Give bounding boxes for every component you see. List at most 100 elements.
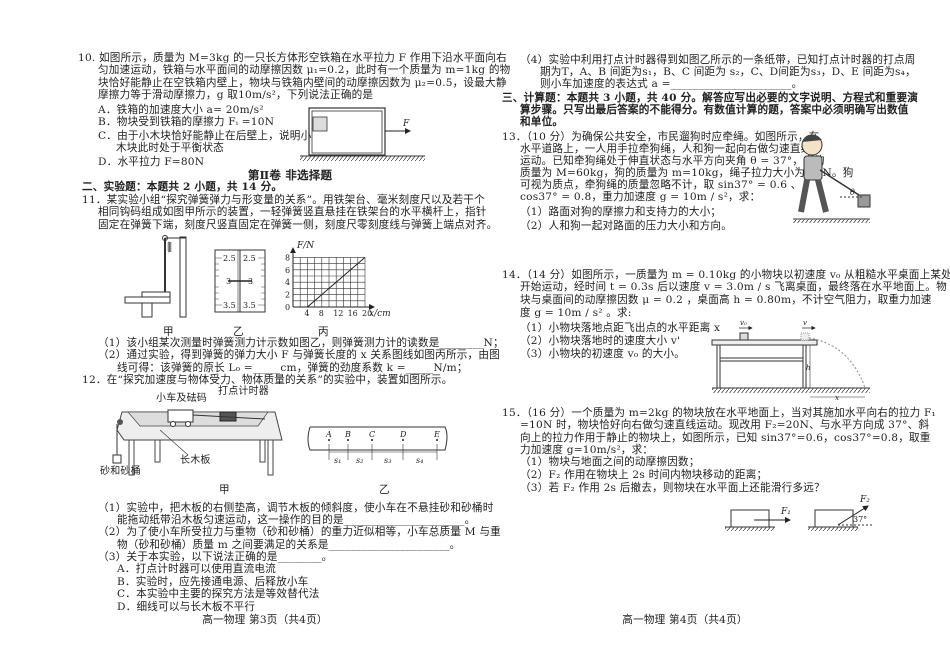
x-tick-label: 8 [319,309,324,318]
q11-sub-2: （2）通过实验，得到弹簧的弹力大小 F 与弹簧长度的 x 关系图线如图丙所示，由… [98,349,500,361]
q12-apparatus-figure [112,409,283,476]
f2-label: F₂ [859,495,870,505]
q10-line: 摩擦力等于滑动摩擦力，g 取10m/s²，下列说法正确的是 [98,89,374,101]
trajectory [808,337,866,389]
q12-sub-2-cont: 物（砂和砂桶）质量 m 之间要满足的关系是___________________… [117,539,461,551]
v-label: v [803,319,807,327]
q14-line: 14．（14 分）如图所示，一质量为 m = 0.10kg 的小物块以初速度 v… [502,269,950,281]
tape-segment-label: s₂ [356,456,363,465]
q11-sub-2-cont: 线可得：该弹簧的原长 L₀ =_____cm，弹簧的劲度系数 k =_____N… [117,362,468,374]
tape-segment-label: s₄ [416,456,423,465]
label-board: 长木板 [180,455,211,466]
q10-option-c: C．由于小木块恰好能静止在后壁上，说明小 [98,130,312,142]
q15-line: =10N 时，物块恰好向右做匀速直线运动。现改用 F₂=20N、与水平方向成 3… [520,419,930,431]
cart [167,409,194,423]
fig-label-jia: 甲 [163,326,174,338]
angle-label: 37° [853,515,867,524]
q10-iron-box-figure: F [300,107,425,161]
q11-line: 相同钩码组成如图甲所示的装置，一轻弹簧竖直悬挂在铁架台的水平横杆上，指针 [98,206,487,218]
q10-option-c-cont: 木块此时处于平衡状态 [116,142,224,154]
q12-paper-tape-figure: A B C D E s₁ s₂ s₃ s₄ [307,426,448,465]
x-tick-label: 12 [333,309,343,318]
q13-line: 13．（10 分）为确保公共安全，市民遛狗时应牵绳。如图所示，在 [502,131,820,143]
data-line [307,257,366,308]
q11-line: 11．某实验小组“探究弹簧弹力与形变量的关系”。用铁架台、毫米刻度尺以及若干个 [82,194,485,206]
force-label: F [402,119,410,129]
fig-label-jia-2: 甲 [219,484,230,496]
q11-stand-figure [124,235,187,318]
gauge-tick: 3.5 [243,301,256,310]
x-tick-label: 16 [348,309,358,318]
x-tick-label: 4 [304,309,309,318]
page-footer-4: 高一物理 第4页（共4页） [622,614,748,626]
q12-sub-2: （2）为了使小车所受拉力与重物（砂和砂桶）的重力近似相等，小车总质量 M 与重 [98,526,501,538]
gauge-tick: 2.5 [243,254,256,263]
label-bucket: 砂和砂桶 [100,466,141,477]
tape-point-label: E [433,430,440,439]
angle-label: θ [850,188,855,197]
q13-line: cos37° = 0.8，重力加速度 g = 10m / s²，求： [520,191,761,203]
q10-option-a: A．铁箱的加速度大小 a= 20m/s² [98,104,264,116]
q10-line: 块恰好能静止在空铁箱内壁上，物块与铁箱内壁间的动摩擦因数为 μ₂=0.5，设最大… [98,77,507,89]
q10-option-b: B．物块受到铁箱的摩擦力 Fᵢ =10N [98,116,275,128]
q10-option-d: D．水平拉力 F=80N [98,156,205,168]
q15-sub-1: （1）物块与地面之间的动摩擦因数； [520,456,700,468]
q12-line: 12．在“探究加速度与物体受力、物体质量的关系”的实验中，装置如图所示。 [82,374,453,386]
gauge-tick: 3 [248,277,253,286]
q14-sub-1: （1）小物块落地点距飞出点的水平距离 x [520,322,721,334]
sand-bucket [112,454,122,464]
q13-person-dog-figure: θ [793,134,871,223]
y-tick-label: 2 [285,291,290,300]
tape-segment-label: s₃ [384,456,391,465]
q13-line: 水平道路上，一人用手拉牵狗绳，人和狗一起向右做匀速直线 [520,143,812,155]
q15-line: 向上的拉力作用于静止的物块上，如图所示，已知 sin37°=0.6，cos37°… [520,432,931,444]
x-axis-label: x/cm [369,309,391,319]
h-label: h [806,364,811,372]
q14-sub-3: （3）小物块的初速度 v₀ 的大小。 [520,348,686,360]
q14-line: 开始运动，经时间 t = 0.3s 后以速度 v = 3.0m / s 飞离桌面… [520,281,947,293]
spring-icon [166,241,173,253]
tape-point-label: A [325,430,332,439]
y-tick-label: 8 [285,253,290,262]
fig-label-yi-2: 乙 [379,484,390,496]
q12-option-b: B．实验时，应先接通电源、后释放小车 [117,576,309,588]
tape-point-label: C [369,430,375,439]
label-cart: 小车及砝码 [156,393,207,404]
q14-table-figure: v₀ v h x [711,319,870,402]
gauge-tick: 3.5 [223,301,236,310]
label-timer: 打点计时器 [218,386,269,397]
y-axis-label: F/N [296,241,315,251]
q14-line: 块与桌面间的动摩擦因数 μ = 0.2 ，桌面高 h = 0.80m，不计空气阻… [520,294,932,306]
q13-sub-2: （2）人和狗一起对路面的压力大小和方向。 [520,220,733,232]
q15-sub-3: （3）若 F₂ 作用 2s 后撤去，则物块在水平面上还能滑行多远？ [520,482,825,494]
q13-line: 质量为 M=60kg，狗的质量为 m=10kg，绳子拉力大小为 10N。狗 [520,167,854,179]
q11-sub-1: （1）该小组某次测量时弹簧测力计示数如图乙，则弹簧测力计的读数是________… [98,337,504,349]
fig-label-bing: 丙 [318,326,329,338]
section-calc-heading-cont: 算步骤。只写出最后答案的不能得分。有数值计算的题，答案中必须明确写出数值 [520,104,909,116]
small-block [312,116,328,132]
q12-sub-1: （1）实验中，把木板的右侧垫高，调节木板的倾斜度，使小车在不悬挂砂和砂桶时 [98,502,494,514]
tape-segment-label: s₁ [334,456,341,465]
q14-sub-2: （2）小物块落地时的速度大小 v' [520,335,681,347]
q14-line: 度 g = 10m / s² 。求: [520,307,632,319]
q12-sub-1-cont: 能拖动纸带沿木板匀速运动，这一操作的目的是___________________… [117,514,476,526]
x-label: x [835,394,839,402]
q13-line: 运动。已知牵狗绳处于伸直状态与水平方向夹角 θ = 37°，人的 [520,155,825,167]
q13-line: 可视为质点，牵狗绳的质量忽略不计，取 sin37° = 0.6 、 [520,179,802,191]
fig-label-yi: 乙 [233,326,244,338]
block-edge [800,332,810,341]
block-start [739,332,749,341]
gauge-tick: 2.5 [223,254,236,263]
x-tick-label: 20 [362,309,372,318]
q11-gauge-figure: 2.5 2.5 3 3 3.5 3.5 [214,249,266,313]
section-calc-heading-cont: 和单位。 [520,116,564,128]
y-tick-label: 6 [285,266,290,275]
tape-point-label: D [399,430,407,439]
dog [857,194,871,208]
section-calc-heading: 三、计算题：本题共 3 小题，共 40 分。解答应写出必要的文字说明、方程式和重… [502,92,919,104]
q12-sub-4: （4）实验中利用打点计时器得到如图乙所示的一条纸带，已知打点计时器的打点周 [520,54,916,66]
q15-line: 力加速度 g=10m/s²，求： [520,444,654,456]
